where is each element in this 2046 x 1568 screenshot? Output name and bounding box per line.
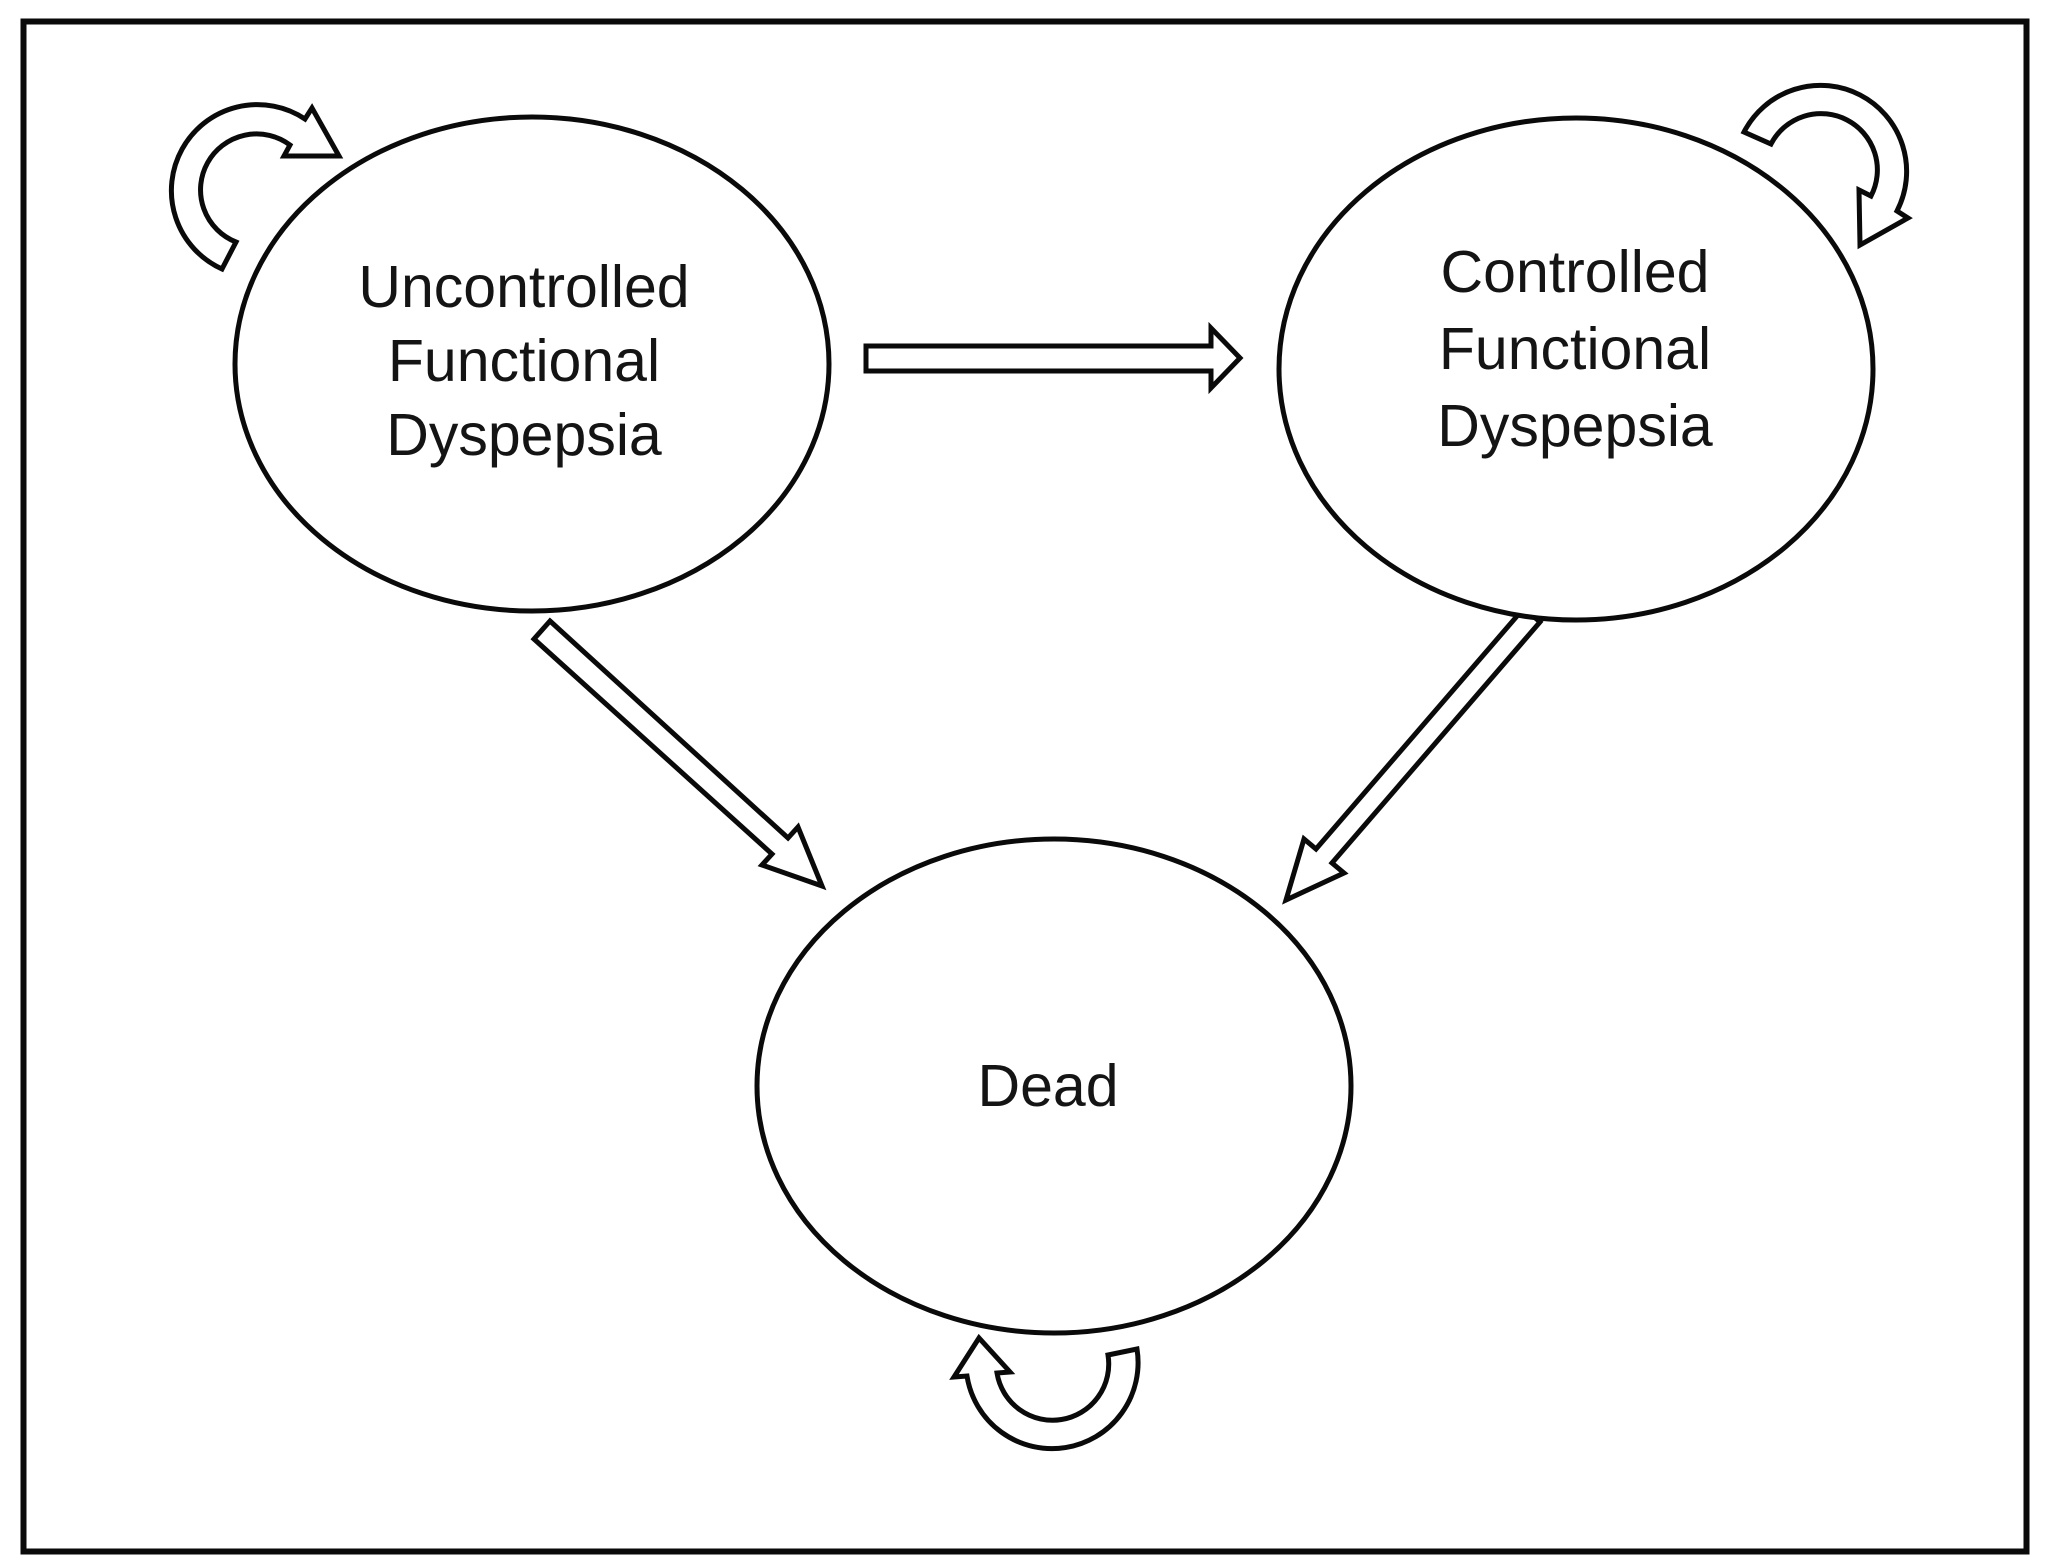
self-loop-arrow-dead [949,1333,1141,1452]
transition-arrow-controlled-to-dead [1282,604,1544,905]
self-loop-arrow-uncontrolled [168,102,344,273]
node-dead-ellipse [754,836,1354,1336]
node-uncontrolled-ellipse [232,114,832,614]
node-uncontrolled-label-line3: Dyspepsia [386,402,662,468]
self-loop-arrow-controlled [1740,82,1913,250]
node-dead: Dead [754,836,1354,1336]
transition-arrow-uncontrolled-to-dead [530,617,827,891]
node-controlled-label-line1: Controlled [1441,239,1710,305]
node-uncontrolled: Uncontrolled Functional Dyspepsia [232,114,832,614]
node-controlled: Controlled Functional Dyspepsia [1276,115,1876,623]
node-dead-label-line1: Dead [977,1053,1118,1119]
node-controlled-ellipse [1276,115,1876,623]
node-uncontrolled-label-line2: Functional [388,328,660,394]
node-uncontrolled-label-line1: Uncontrolled [358,254,689,320]
transition-arrow-uncontrolled-to-controlled [863,321,1244,395]
node-controlled-label-line2: Functional [1439,316,1711,382]
node-controlled-label-line3: Dyspepsia [1437,393,1713,459]
outer-border [20,18,2030,1555]
